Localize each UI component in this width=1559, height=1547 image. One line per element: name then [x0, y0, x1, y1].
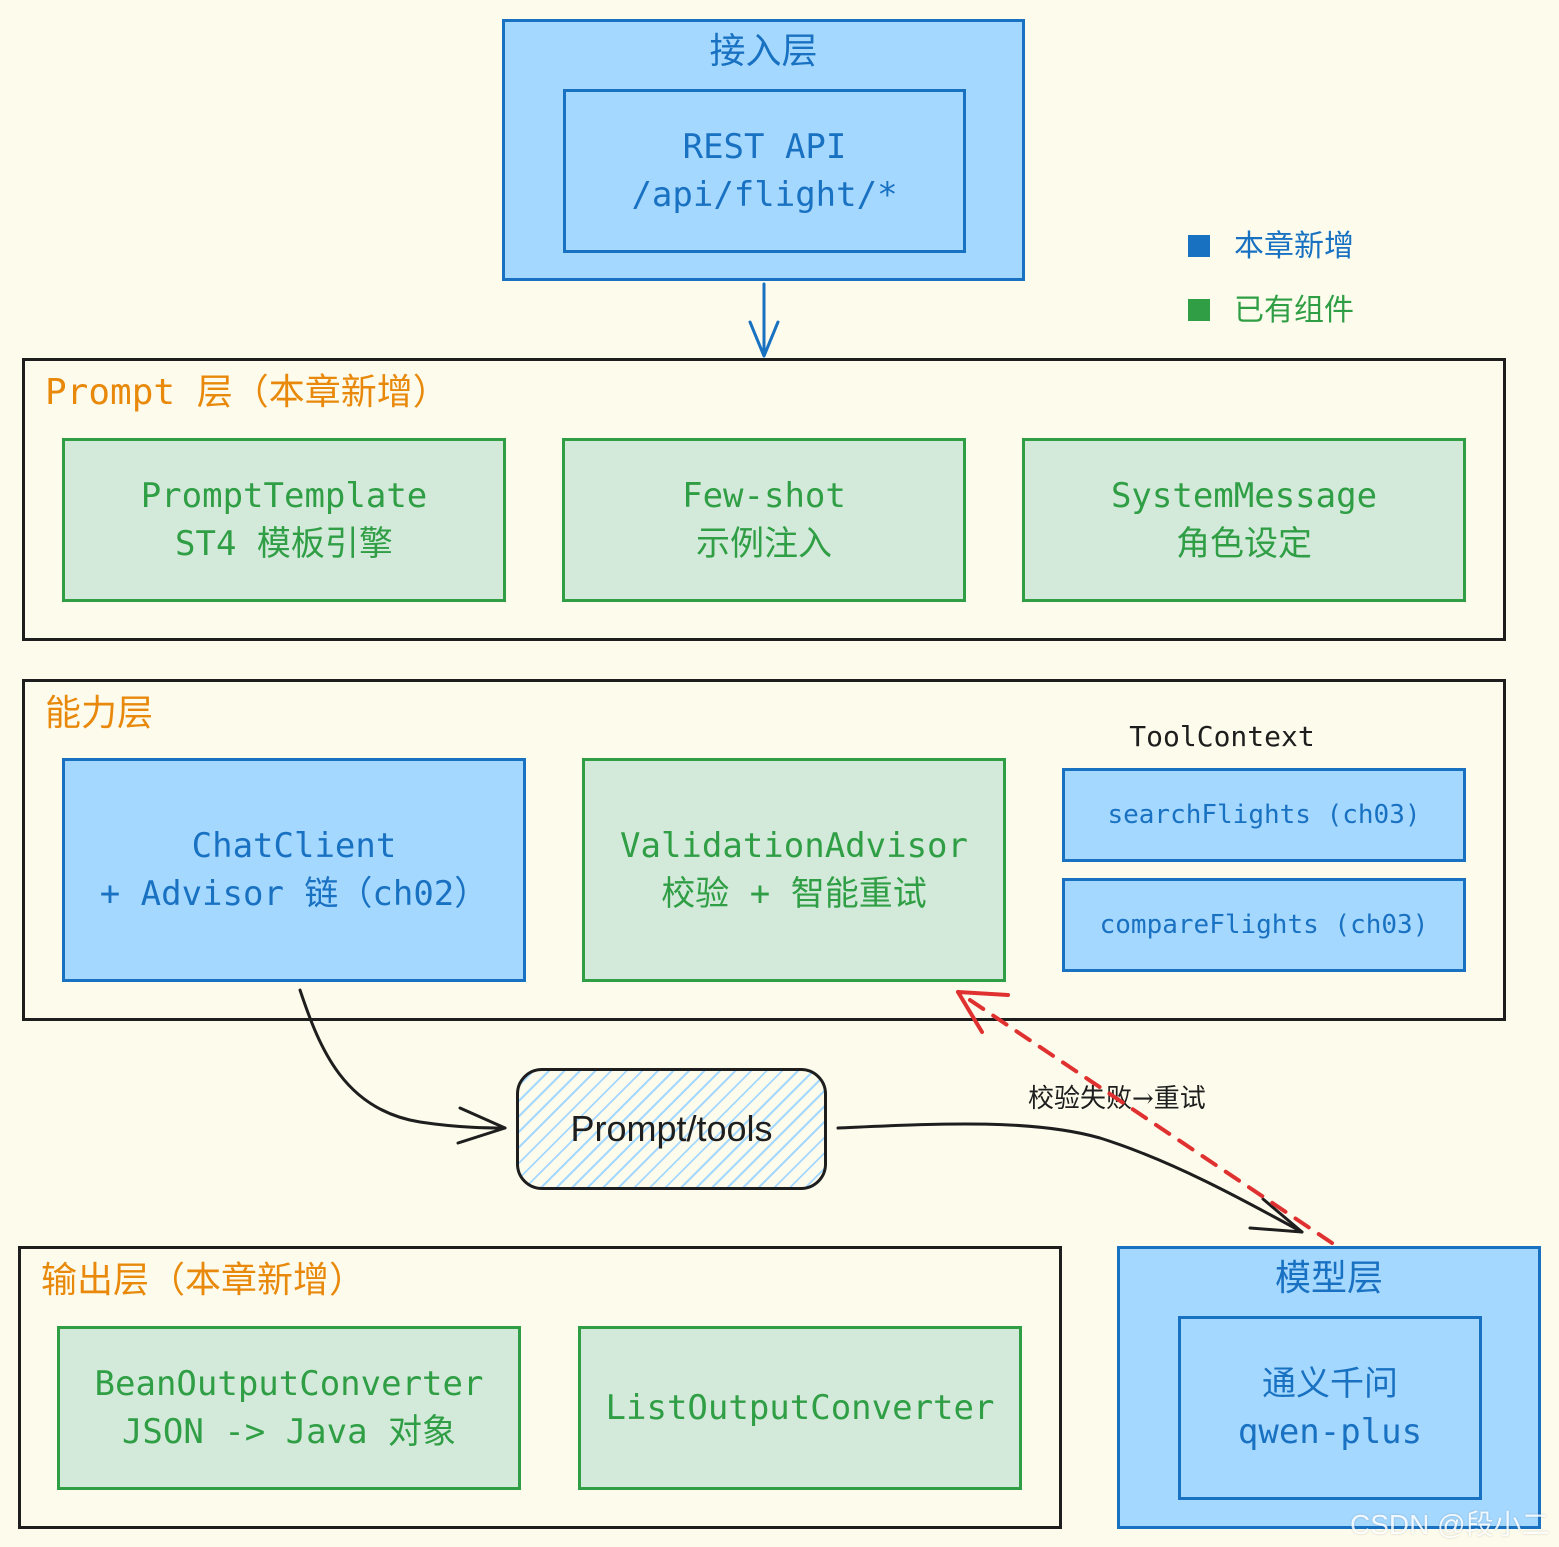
- rest-api-path: /api/flight/*: [631, 175, 898, 215]
- validation-advisor-label: ValidationAdvisor: [620, 826, 968, 866]
- watermark: CSDN @段小二: [1350, 1509, 1550, 1540]
- model-layer: 模型层 通义千问 qwen-plus: [1117, 1246, 1541, 1529]
- arrow-prompttools-to-model: [836, 1122, 1304, 1234]
- bean-output-converter-desc: JSON -> Java 对象: [121, 1412, 457, 1452]
- system-message-label: SystemMessage: [1110, 476, 1378, 516]
- compare-flights-label: compareFlights (ch03): [1099, 910, 1429, 940]
- chat-client-box: ChatClient + Advisor 链（ch02）: [62, 758, 526, 982]
- legend-label-new: 本章新增: [1234, 229, 1354, 264]
- bean-output-converter-label: BeanOutputConverter: [94, 1364, 484, 1404]
- legend: 本章新增 已有组件: [1186, 225, 1446, 345]
- rest-api-box: REST API /api/flight/*: [563, 89, 966, 253]
- model-box: 通义千问 qwen-plus: [1178, 1316, 1482, 1500]
- list-output-converter-box: ListOutputConverter: [578, 1326, 1022, 1490]
- legend-swatch-blue: [1188, 235, 1210, 257]
- few-shot-label: Few-shot: [682, 476, 846, 516]
- few-shot-box: Few-shot 示例注入: [562, 438, 966, 602]
- prompt-tools-label: Prompt/tools: [570, 1108, 773, 1149]
- search-flights-label: searchFlights (ch03): [1107, 800, 1421, 830]
- rest-api-label: REST API: [682, 127, 847, 167]
- system-message-desc: 角色设定: [1176, 524, 1312, 564]
- few-shot-desc: 示例注入: [696, 524, 832, 564]
- prompt-tools-node: Prompt/tools: [516, 1068, 827, 1190]
- compare-flights-box: compareFlights (ch03): [1062, 878, 1466, 972]
- tool-context-label: ToolContext: [1129, 720, 1315, 753]
- legend-label-existing: 已有组件: [1234, 293, 1354, 328]
- legend-swatch-green: [1188, 299, 1210, 321]
- prompt-template-label: PromptTemplate: [140, 476, 428, 516]
- chat-client-desc: + Advisor 链（ch02）: [99, 874, 489, 914]
- capability-layer-title: 能力层: [45, 693, 154, 734]
- validation-advisor-box: ValidationAdvisor 校验 + 智能重试: [582, 758, 1006, 982]
- access-layer-title: 接入层: [709, 31, 818, 72]
- arrowhead-prompttools-to-model: [1248, 1197, 1304, 1234]
- prompt-template-box: PromptTemplate ST4 模板引擎: [62, 438, 506, 602]
- validation-advisor-desc: 校验 + 智能重试: [661, 874, 927, 914]
- system-message-box: SystemMessage 角色设定: [1022, 438, 1466, 602]
- access-layer: 接入层 REST API /api/flight/*: [502, 19, 1025, 281]
- capability-layer: 能力层: [22, 679, 1506, 1021]
- search-flights-box: searchFlights (ch03): [1062, 768, 1466, 862]
- output-layer-title: 输出层（本章新增）: [41, 1260, 366, 1301]
- list-output-converter-label: ListOutputConverter: [605, 1388, 995, 1428]
- bean-output-converter-box: BeanOutputConverter JSON -> Java 对象: [57, 1326, 521, 1490]
- arrowhead-access-to-prompt: [748, 320, 780, 358]
- legend-item-existing: 已有组件: [1186, 289, 1446, 333]
- arrowhead-chatclient-to-prompttools: [456, 1106, 507, 1145]
- model-id: qwen-plus: [1237, 1412, 1423, 1452]
- arrow-chatclient-to-prompttools: [298, 988, 507, 1130]
- output-layer: 输出层（本章新增）: [18, 1246, 1062, 1529]
- model-name: 通义千问: [1262, 1364, 1398, 1404]
- prompt-layer-title: Prompt 层（本章新增）: [45, 372, 449, 413]
- prompt-template-desc: ST4 模板引擎: [175, 524, 393, 564]
- chat-client-label: ChatClient: [191, 826, 397, 866]
- prompt-layer: Prompt 层（本章新增）: [22, 358, 1506, 641]
- model-layer-title: 模型层: [1274, 1258, 1383, 1299]
- arrowhead-retry: [956, 990, 1010, 1034]
- legend-item-new: 本章新增: [1186, 225, 1446, 269]
- arrow-retry: [956, 990, 1334, 1245]
